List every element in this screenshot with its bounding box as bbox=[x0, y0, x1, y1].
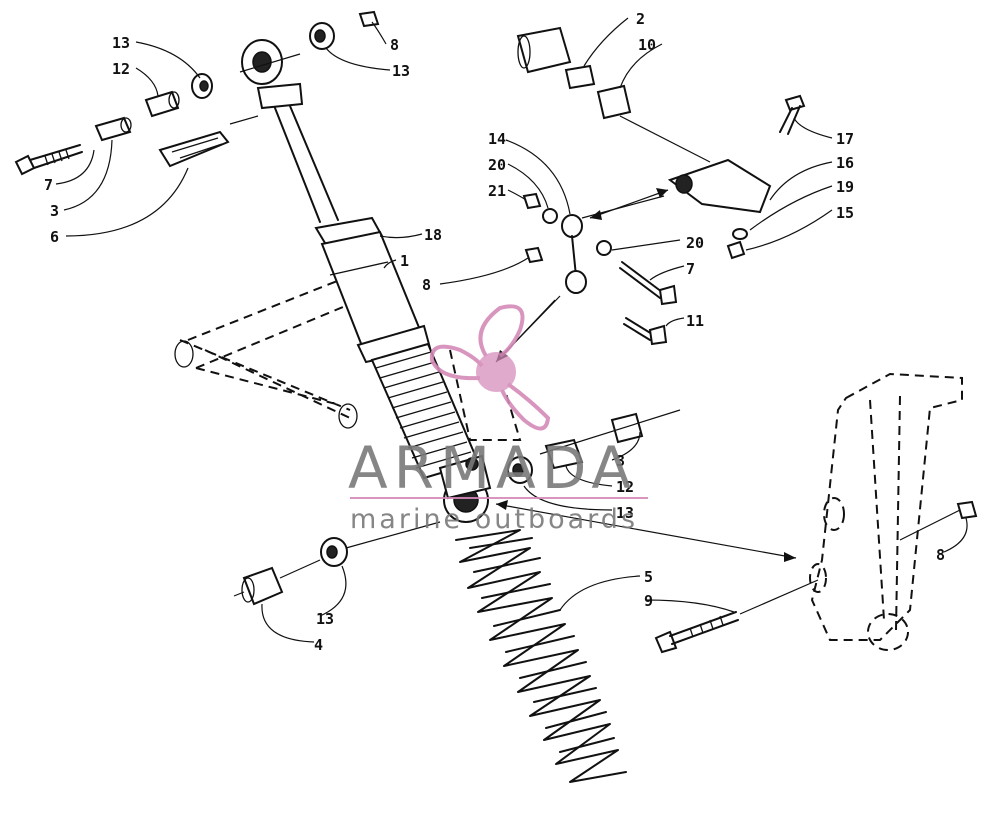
spindle-phantom bbox=[654, 372, 978, 654]
part-label-8: 8 bbox=[390, 36, 399, 54]
part-label-13: 13 bbox=[616, 504, 634, 522]
part-label-4: 4 bbox=[314, 636, 323, 654]
part-label-21: 21 bbox=[488, 182, 506, 200]
part-label-5: 5 bbox=[644, 568, 653, 586]
linkage-hardware bbox=[499, 26, 806, 359]
part-label-16: 16 bbox=[836, 154, 854, 172]
part-label-13: 13 bbox=[112, 34, 130, 52]
part-label-20: 20 bbox=[686, 234, 704, 252]
part-label-8: 8 bbox=[422, 276, 431, 294]
watermark-brand: ARMADA bbox=[348, 434, 637, 502]
part-label-15: 15 bbox=[836, 204, 854, 222]
lower-mount-hardware bbox=[233, 409, 681, 606]
part-label-1: 1 bbox=[400, 252, 409, 270]
part-label-2: 2 bbox=[636, 10, 645, 28]
spring bbox=[455, 529, 627, 783]
part-label-12: 12 bbox=[112, 60, 130, 78]
shock-absorber bbox=[241, 39, 492, 523]
part-label-7: 7 bbox=[44, 176, 53, 194]
watermark: ARMADA marine outboards bbox=[348, 304, 648, 535]
part-label-19: 19 bbox=[836, 178, 854, 196]
part-label-11: 11 bbox=[686, 312, 704, 330]
part-label-8: 8 bbox=[936, 546, 945, 564]
part-label-10: 10 bbox=[638, 36, 656, 54]
upper-mount-hardware bbox=[14, 10, 380, 176]
part-label-13: 13 bbox=[392, 62, 410, 80]
part-label-7: 7 bbox=[686, 260, 695, 278]
part-label-14: 14 bbox=[488, 130, 506, 148]
part-label-6: 6 bbox=[50, 228, 59, 246]
part-label-17: 17 bbox=[836, 130, 854, 148]
leader-lines bbox=[55, 17, 968, 643]
part-label-9: 9 bbox=[644, 592, 653, 610]
part-label-12: 12 bbox=[616, 478, 634, 496]
part-label-18: 18 bbox=[424, 226, 442, 244]
propeller-logo-icon bbox=[429, 304, 551, 431]
part-labels: 13 12 7 3 6 8 13 2 10 17 16 19 15 14 20 … bbox=[44, 10, 945, 654]
a-arm-phantom bbox=[174, 271, 522, 441]
part-label-3: 3 bbox=[50, 202, 59, 220]
part-label-20: 20 bbox=[488, 156, 506, 174]
watermark-tagline: marine outboards bbox=[350, 504, 638, 535]
part-label-13: 13 bbox=[316, 610, 334, 628]
part-label-3: 3 bbox=[616, 452, 625, 470]
